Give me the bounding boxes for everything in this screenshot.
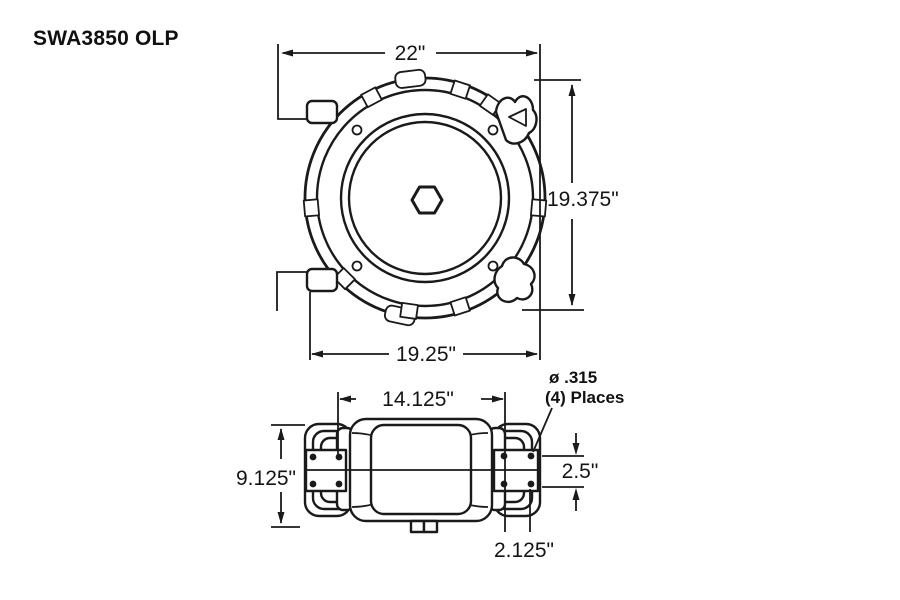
hole-callout-line2: (4) Places bbox=[545, 388, 624, 407]
drum-face-circle bbox=[347, 120, 503, 276]
mount-hole bbox=[335, 453, 343, 461]
dim-width-top-label: 22" bbox=[395, 42, 426, 65]
dim-width-top: 22" bbox=[281, 42, 541, 360]
bottom-foot bbox=[409, 519, 439, 534]
latch-ear-top-right bbox=[494, 95, 538, 145]
mount-hole bbox=[309, 480, 317, 488]
bolt-hole bbox=[351, 124, 363, 136]
callout-leader-line bbox=[532, 407, 553, 453]
hex-nut bbox=[410, 185, 444, 215]
dim-hole-spacing-vertical-label: 2.5" bbox=[562, 460, 599, 483]
dim-height: 19.375" bbox=[522, 79, 619, 311]
dim-width-bottom-label: 19.25" bbox=[396, 343, 456, 366]
dim-mount-span: 14.125" bbox=[337, 388, 506, 532]
mount-hole bbox=[500, 480, 508, 488]
rim-tab-top bbox=[394, 68, 427, 89]
bolt-hole bbox=[487, 260, 499, 272]
rim-notches bbox=[302, 79, 548, 320]
front-view: 22" 19.375" 19.25" bbox=[276, 42, 619, 366]
flange-circle bbox=[339, 112, 511, 284]
bolt-hole bbox=[487, 124, 499, 136]
dim-hole-spacing-vertical: 2.5" bbox=[542, 433, 598, 511]
hole-callout-line1: ø .315 bbox=[549, 368, 597, 387]
dim-hole-spacing-horizontal-label: 2.125" bbox=[494, 539, 554, 562]
wall-bracket-bottom bbox=[276, 267, 339, 311]
dim-mount-span-label: 14.125" bbox=[382, 388, 454, 411]
dim-hole-spacing-horizontal: 2.125" bbox=[494, 489, 554, 562]
mount-hole bbox=[309, 453, 317, 461]
dim-side-height-label: 9.125" bbox=[236, 467, 296, 490]
face-bolt-holes bbox=[351, 124, 499, 272]
wall-bracket-top bbox=[277, 44, 339, 125]
mount-hole bbox=[500, 452, 508, 460]
drawing-title: SWA3850 OLP bbox=[33, 27, 179, 50]
dim-height-label: 19.375" bbox=[547, 188, 619, 211]
mount-hole bbox=[335, 480, 343, 488]
dim-width-bottom: 19.25" bbox=[309, 292, 538, 366]
mount-hole bbox=[527, 480, 535, 488]
side-view: 14.125" 9.125" 2.5" bbox=[236, 368, 624, 562]
mount-hole bbox=[527, 452, 535, 460]
bolt-hole bbox=[351, 260, 363, 272]
latch-ear-bottom-right bbox=[493, 256, 536, 303]
dim-side-height: 9.125" bbox=[236, 424, 305, 528]
hole-callout: ø .315 (4) Places bbox=[532, 368, 624, 453]
reel-inner-ring bbox=[315, 88, 535, 308]
